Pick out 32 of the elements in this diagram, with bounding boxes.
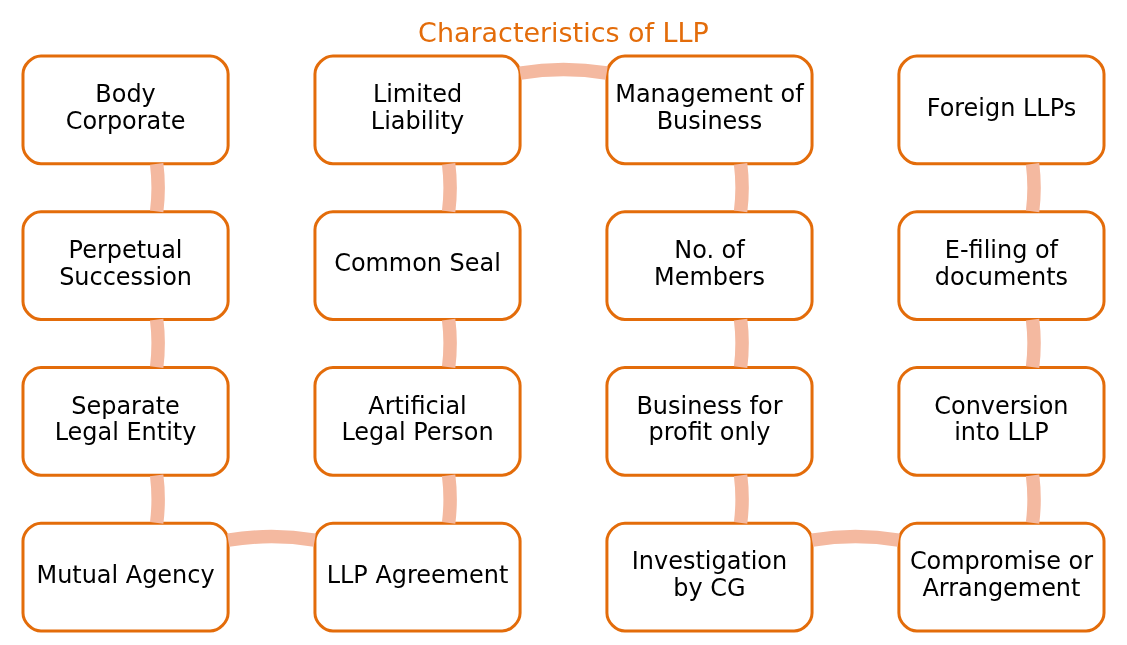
connector [441,163,457,213]
node-box: Management of Business [605,54,814,166]
diagram-title: Characteristics of LLP [418,16,709,48]
connector [227,529,316,547]
connector [733,474,749,524]
connector [1025,474,1041,524]
node-box: Perpetual Succession [21,210,230,321]
connector [811,529,900,547]
node-box: Common Seal [313,210,522,321]
node-box: Business for profit only [605,365,814,477]
node-box: Foreign LLPs [897,54,1106,166]
node-box: Mutual Agency [21,521,230,633]
connector [441,474,457,524]
connector [733,163,749,213]
connector [1025,163,1041,213]
node-box: Conversion into LLP [897,365,1106,477]
node-box: Compromise or Arrangement [897,521,1106,633]
connector [149,474,165,524]
node-box: Artificial Legal Person [313,365,522,477]
node-box: LLP Agreement [313,521,522,633]
node-box: Body Corporate [21,54,230,166]
connector [149,163,165,213]
connector [1025,318,1041,368]
node-box: Limited Liability [313,54,522,166]
node-box: Separate Legal Entity [21,365,230,477]
connector [149,318,165,368]
node-box: No. of Members [605,210,814,321]
connector [733,318,749,368]
node-box: Investigation by CG [605,521,814,633]
node-box: E-filing of documents [897,210,1106,321]
connector [441,318,457,368]
connector [519,62,608,80]
